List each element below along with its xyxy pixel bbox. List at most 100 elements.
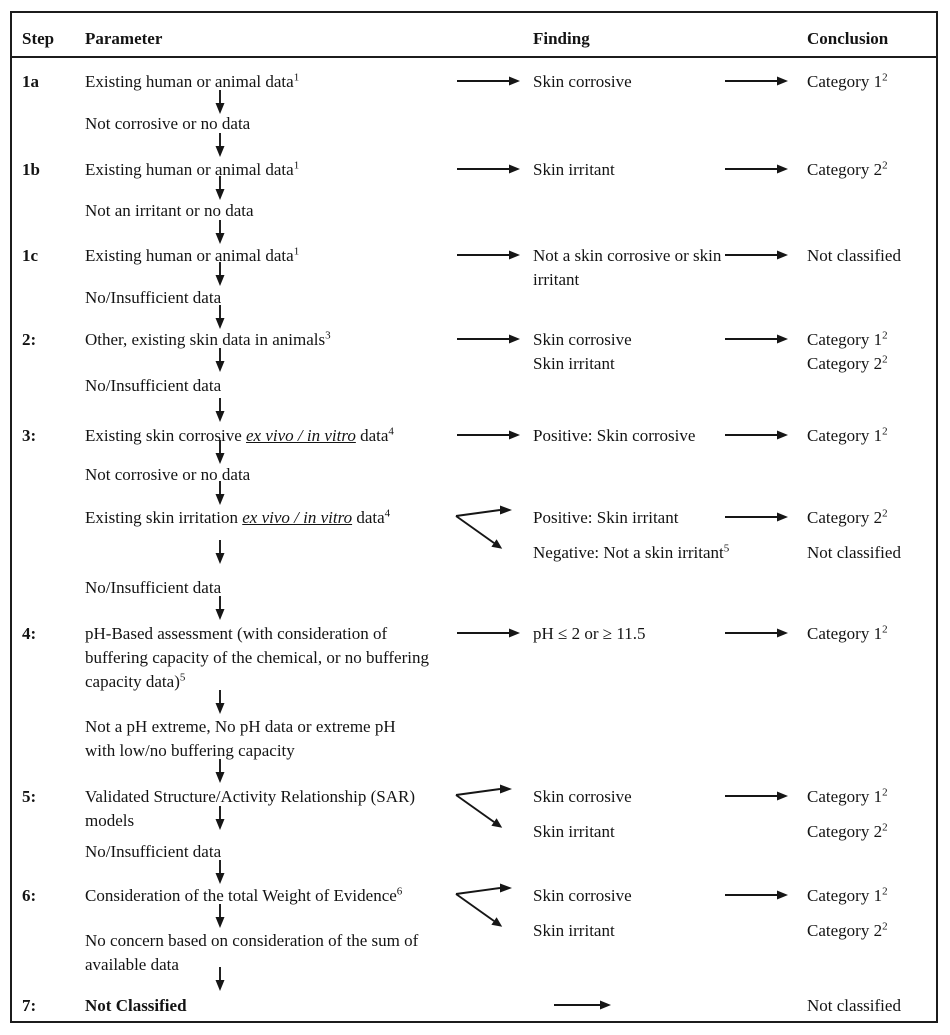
right-arrow-icon bbox=[457, 250, 520, 260]
superscript-footnote: 2 bbox=[882, 507, 888, 520]
step-label: 7: bbox=[22, 996, 37, 1015]
column-header-finding: Finding bbox=[533, 29, 590, 48]
superscript-footnote: 2 bbox=[882, 623, 888, 636]
parameter-main: Existing human or animal data bbox=[85, 160, 294, 179]
conclusion-main: Category 2 bbox=[807, 921, 883, 940]
conclusion-text: Category 22 bbox=[807, 506, 935, 530]
fork-arrow-icon bbox=[455, 505, 512, 549]
finding-text: Skin corrosive bbox=[533, 886, 632, 905]
finding-text: Skin irritant bbox=[533, 921, 615, 940]
negative-outcome-text: Not corrosive or no data bbox=[85, 114, 251, 133]
conclusion-text: Category 12 bbox=[807, 785, 935, 809]
conclusion-main: Category 2 bbox=[807, 354, 883, 373]
superscript-footnote: 6 bbox=[396, 885, 403, 898]
conclusion-main: Category 1 bbox=[807, 886, 883, 905]
superscript-footnote: 1 bbox=[293, 159, 300, 172]
conclusion-text: Category 22 bbox=[807, 919, 935, 943]
parameter-main: Other, existing skin data in animals bbox=[85, 330, 326, 349]
conclusion-main: Category 1 bbox=[807, 787, 883, 806]
negative-outcome-text: No/Insufficient data bbox=[85, 578, 222, 597]
right-arrow-icon bbox=[725, 890, 788, 900]
superscript-footnote: 2 bbox=[882, 920, 888, 933]
negative-outcome-text: No concern based on consideration of the… bbox=[85, 931, 419, 974]
down-arrow-icon bbox=[215, 262, 225, 286]
conclusion-text: Not classified bbox=[807, 996, 901, 1015]
finding-text: Skin irritant bbox=[533, 822, 615, 841]
finding-text: Negative: Not a skin irritant5 bbox=[533, 541, 733, 565]
conclusion-text: Category 12 bbox=[807, 884, 935, 908]
right-arrow-icon bbox=[457, 76, 520, 86]
parameter-text: Existing human or animal data1 bbox=[85, 158, 485, 182]
right-arrow-icon bbox=[725, 334, 788, 344]
superscript-footnote: 2 bbox=[882, 353, 888, 366]
right-arrow-icon bbox=[457, 430, 520, 440]
negative-outcome-text: Not corrosive or no data bbox=[85, 465, 251, 484]
parameter-latin-phrase: ex vivo / in vitro bbox=[246, 426, 356, 445]
parameter-main: Existing human or animal data bbox=[85, 72, 294, 91]
step-label: 4: bbox=[22, 624, 37, 643]
superscript-footnote: 1 bbox=[293, 245, 300, 258]
right-arrow-icon bbox=[457, 164, 520, 174]
conclusion-main: Category 2 bbox=[807, 160, 883, 179]
superscript-footnote: 5 bbox=[723, 542, 730, 555]
right-arrow-icon bbox=[725, 628, 788, 638]
down-arrow-icon bbox=[215, 398, 225, 422]
conclusion-main: Category 1 bbox=[807, 330, 883, 349]
finding-text: Positive: Skin irritant bbox=[533, 508, 679, 527]
parameter-text: Not Classified bbox=[85, 996, 187, 1015]
parameter-prefix: Existing skin corrosive bbox=[85, 426, 247, 445]
step-label: 5: bbox=[22, 787, 37, 806]
step-label: 2: bbox=[22, 330, 37, 349]
parameter-main: Consideration of the total Weight of Evi… bbox=[85, 886, 397, 905]
right-arrow-icon bbox=[457, 334, 520, 344]
conclusion-main: Category 2 bbox=[807, 822, 883, 841]
step-label: 3: bbox=[22, 426, 37, 445]
parameter-text: Consideration of the total Weight of Evi… bbox=[85, 884, 525, 908]
step-label: 6: bbox=[22, 886, 37, 905]
conclusion-main: Category 1 bbox=[807, 624, 883, 643]
down-arrow-icon bbox=[215, 904, 225, 928]
right-arrow-icon bbox=[725, 76, 788, 86]
down-arrow-icon bbox=[215, 305, 225, 329]
parameter-text: pH-Based assessment (with consideration … bbox=[85, 622, 430, 694]
parameter-text: Validated Structure/Activity Relationshi… bbox=[85, 787, 416, 830]
step-label: 1a bbox=[22, 72, 39, 91]
finding-main: Negative: Not a skin irritant bbox=[533, 543, 724, 562]
conclusion-main: Category 1 bbox=[807, 72, 883, 91]
conclusion-main: Category 1 bbox=[807, 426, 883, 445]
negative-outcome-text: No/Insufficient data bbox=[85, 842, 222, 861]
finding-text: Skin irritant bbox=[533, 354, 615, 373]
negative-outcome-text: No/Insufficient data bbox=[85, 288, 222, 307]
finding-text: Skin irritant bbox=[533, 160, 615, 179]
column-header-parameter: Parameter bbox=[85, 29, 163, 48]
header-divider bbox=[10, 56, 938, 58]
down-arrow-icon bbox=[215, 806, 225, 830]
finding-text: Not a skin corrosive or skin irritant bbox=[533, 246, 722, 289]
parameter-text: Existing human or animal data1 bbox=[85, 70, 485, 94]
parameter-main: pH-Based assessment (with consideration … bbox=[85, 624, 429, 691]
parameter-text: Existing skin irritation ex vivo / in vi… bbox=[85, 506, 485, 530]
down-arrow-icon bbox=[215, 540, 225, 564]
superscript-footnote: 2 bbox=[882, 885, 888, 898]
down-arrow-icon bbox=[215, 133, 225, 157]
right-arrow-icon bbox=[554, 1000, 611, 1010]
superscript-footnote: 2 bbox=[882, 786, 888, 799]
superscript-footnote: 2 bbox=[882, 159, 888, 172]
right-arrow-icon bbox=[725, 164, 788, 174]
down-arrow-icon bbox=[215, 481, 225, 505]
conclusion-main: Category 2 bbox=[807, 508, 883, 527]
conclusion-text: Category 22 bbox=[807, 352, 935, 376]
right-arrow-icon bbox=[457, 628, 520, 638]
conclusion-text: Not classified bbox=[807, 246, 901, 265]
down-arrow-icon bbox=[215, 967, 225, 991]
finding-text: Positive: Skin corrosive bbox=[533, 426, 696, 445]
finding-text: pH ≤ 2 or ≥ 11.5 bbox=[533, 624, 646, 643]
superscript-footnote: 4 bbox=[384, 507, 391, 520]
conclusion-text: Not classified bbox=[807, 543, 901, 562]
finding-text: Skin corrosive bbox=[533, 330, 632, 349]
parameter-latin-phrase: ex vivo / in vitro bbox=[242, 508, 353, 527]
negative-outcome-text: No/Insufficient data bbox=[85, 376, 222, 395]
table-border bbox=[10, 11, 938, 1023]
column-header-conclusion: Conclusion bbox=[807, 29, 889, 48]
